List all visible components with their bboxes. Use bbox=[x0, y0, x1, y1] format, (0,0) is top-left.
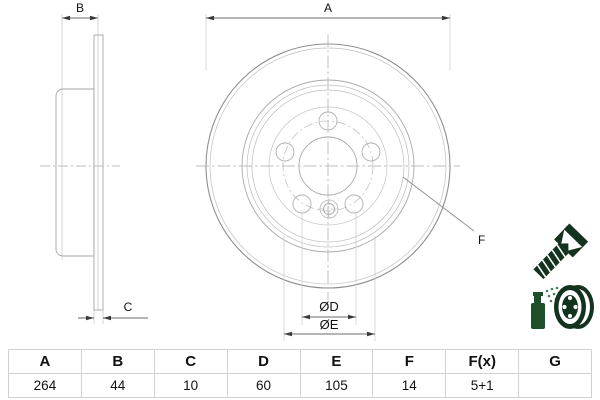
dimension-C: C bbox=[78, 300, 148, 324]
table-header-c: C bbox=[153, 349, 228, 374]
locating-hole-F bbox=[318, 198, 340, 220]
table-cell-d: 60 bbox=[226, 373, 301, 398]
table-header-d: D bbox=[226, 349, 301, 374]
side-section-view: B C bbox=[40, 1, 148, 324]
dimension-B: B bbox=[61, 1, 99, 260]
hub-hat-section bbox=[55, 88, 95, 257]
face-view: A bbox=[196, 1, 485, 341]
bolt-hole bbox=[292, 194, 312, 214]
leader-F: F bbox=[402, 176, 485, 247]
table-header-f: F bbox=[372, 349, 447, 374]
table-cell-g bbox=[518, 373, 592, 398]
dimension-A: A bbox=[205, 1, 451, 70]
table-cell-a: 264 bbox=[8, 373, 82, 398]
dimension-OD: ØD bbox=[301, 213, 357, 325]
table-header-e: E bbox=[299, 349, 374, 374]
table-header-b: B bbox=[80, 349, 155, 374]
table-header-a: A bbox=[8, 349, 82, 374]
dimension-OE: ØE bbox=[283, 236, 376, 341]
brake-disc-icon bbox=[554, 285, 594, 329]
table-cell-fx: 5+1 bbox=[445, 373, 520, 398]
dimension-label-F: F bbox=[478, 233, 485, 247]
table-header-fx: F(x) bbox=[445, 349, 520, 374]
table-cell-c: 10 bbox=[153, 373, 228, 398]
table-cell-b: 44 bbox=[80, 373, 155, 398]
bolt-hole bbox=[344, 194, 364, 214]
accessory-icons bbox=[531, 223, 594, 329]
bolt-hole bbox=[361, 142, 381, 162]
face-view-centerlines bbox=[196, 34, 460, 300]
dimension-label-B: B bbox=[76, 1, 84, 15]
disc-outer-circle-inner bbox=[209, 47, 447, 285]
technical-drawing-canvas: B C bbox=[40, 1, 594, 341]
table-header-g: G bbox=[518, 349, 592, 374]
dimension-label-A: A bbox=[324, 1, 332, 15]
table-cell-e: 105 bbox=[299, 373, 374, 398]
table-header-row: A B C D E F F(x) G bbox=[8, 349, 592, 374]
dimension-label-OD: ØD bbox=[319, 299, 339, 314]
countersunk-screw-icon bbox=[533, 223, 589, 280]
specification-table: A B C D E F F(x) G 264 44 10 60 105 14 5… bbox=[8, 349, 592, 398]
dimension-label-C: C bbox=[124, 300, 133, 314]
table-cell-f: 14 bbox=[372, 373, 447, 398]
table-row: 264 44 10 60 105 14 5+1 bbox=[8, 373, 592, 398]
friction-ring-section bbox=[93, 34, 104, 311]
dimension-label-OE: ØE bbox=[320, 317, 339, 332]
bolt-hole bbox=[275, 142, 295, 162]
